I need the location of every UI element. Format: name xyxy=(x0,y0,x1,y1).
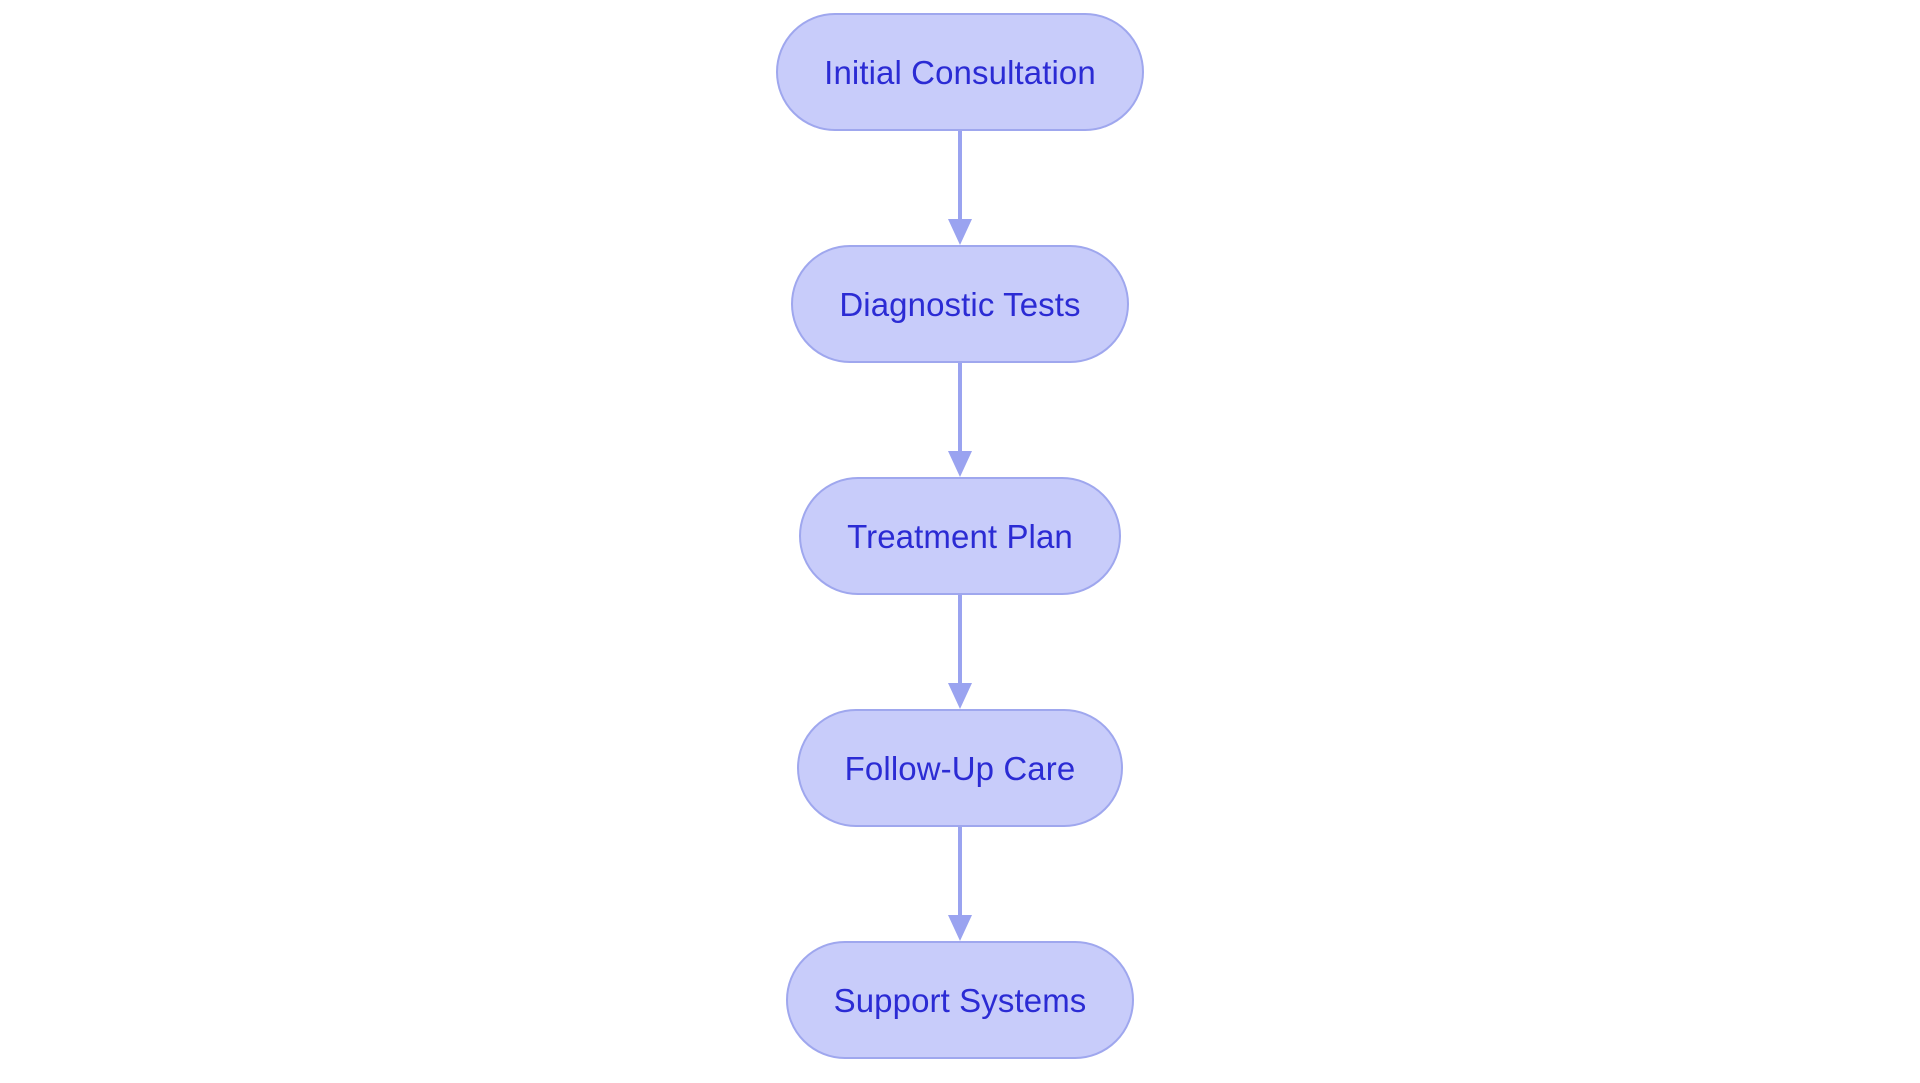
edge-line xyxy=(958,827,962,915)
flow-node-label: Treatment Plan xyxy=(847,517,1073,555)
flow-edge-treatment-plan-to-follow-up-care xyxy=(948,595,972,709)
flowchart-node-sequence: Initial Consultation Diagnostic Tests Tr… xyxy=(0,13,1920,1059)
edge-line xyxy=(958,131,962,219)
flow-node-treatment-plan[interactable]: Treatment Plan xyxy=(799,477,1121,595)
flow-edge-initial-consultation-to-diagnostic-tests xyxy=(948,131,972,245)
flow-node-label: Follow-Up Care xyxy=(844,749,1076,787)
flow-edge-follow-up-care-to-support-systems xyxy=(948,827,972,941)
flow-node-label: Diagnostic Tests xyxy=(839,285,1081,323)
flow-node-initial-consultation[interactable]: Initial Consultation xyxy=(776,13,1144,131)
arrow-down-icon xyxy=(948,915,972,941)
flow-node-follow-up-care[interactable]: Follow-Up Care xyxy=(796,709,1124,827)
flow-node-support-systems[interactable]: Support Systems xyxy=(785,941,1135,1059)
flow-node-diagnostic-tests[interactable]: Diagnostic Tests xyxy=(791,245,1129,363)
arrow-down-icon xyxy=(948,219,972,245)
flow-edge-diagnostic-tests-to-treatment-plan xyxy=(948,363,972,477)
arrow-down-icon xyxy=(948,451,972,477)
edge-line xyxy=(958,595,962,683)
edge-line xyxy=(958,363,962,451)
arrow-down-icon xyxy=(948,683,972,709)
flow-node-label: Support Systems xyxy=(833,981,1087,1019)
flow-node-label: Initial Consultation xyxy=(824,53,1096,91)
